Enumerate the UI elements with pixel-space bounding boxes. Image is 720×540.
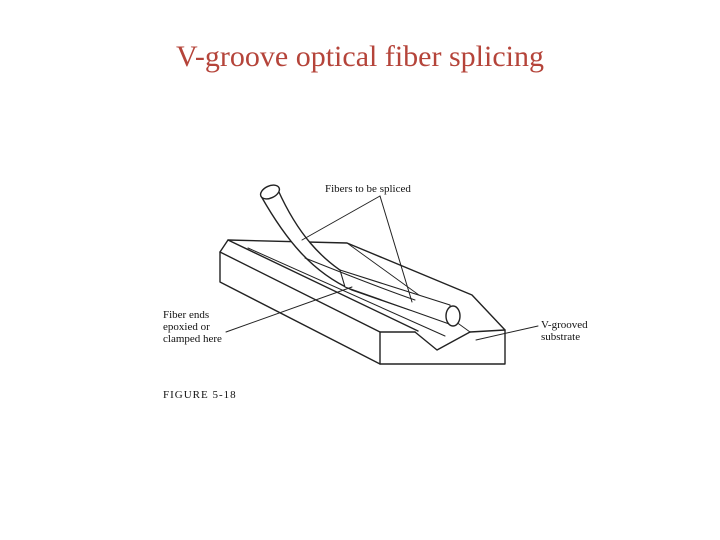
groove-fiber bbox=[304, 257, 461, 327]
fiber-ends-line-2: epoxied or bbox=[163, 321, 210, 333]
slide-title: V-groove optical fiber splicing bbox=[176, 40, 544, 73]
fiber-ends-line-1: Fiber ends bbox=[163, 309, 210, 321]
substrate-line-1: V-grooved bbox=[541, 319, 588, 331]
leader-lines bbox=[225, 195, 539, 341]
figure-caption: FIGURE 5-18 bbox=[163, 389, 237, 401]
fiber-ends-label: Fiber ends epoxied or clamped here bbox=[163, 309, 222, 345]
substrate-block bbox=[219, 239, 506, 365]
substrate-label: V-grooved substrate bbox=[541, 319, 588, 343]
fibers-label: Fibers to be spliced bbox=[325, 183, 411, 195]
substrate-line-2: substrate bbox=[541, 331, 581, 343]
fiber-ends-line-3: clamped here bbox=[163, 333, 222, 345]
